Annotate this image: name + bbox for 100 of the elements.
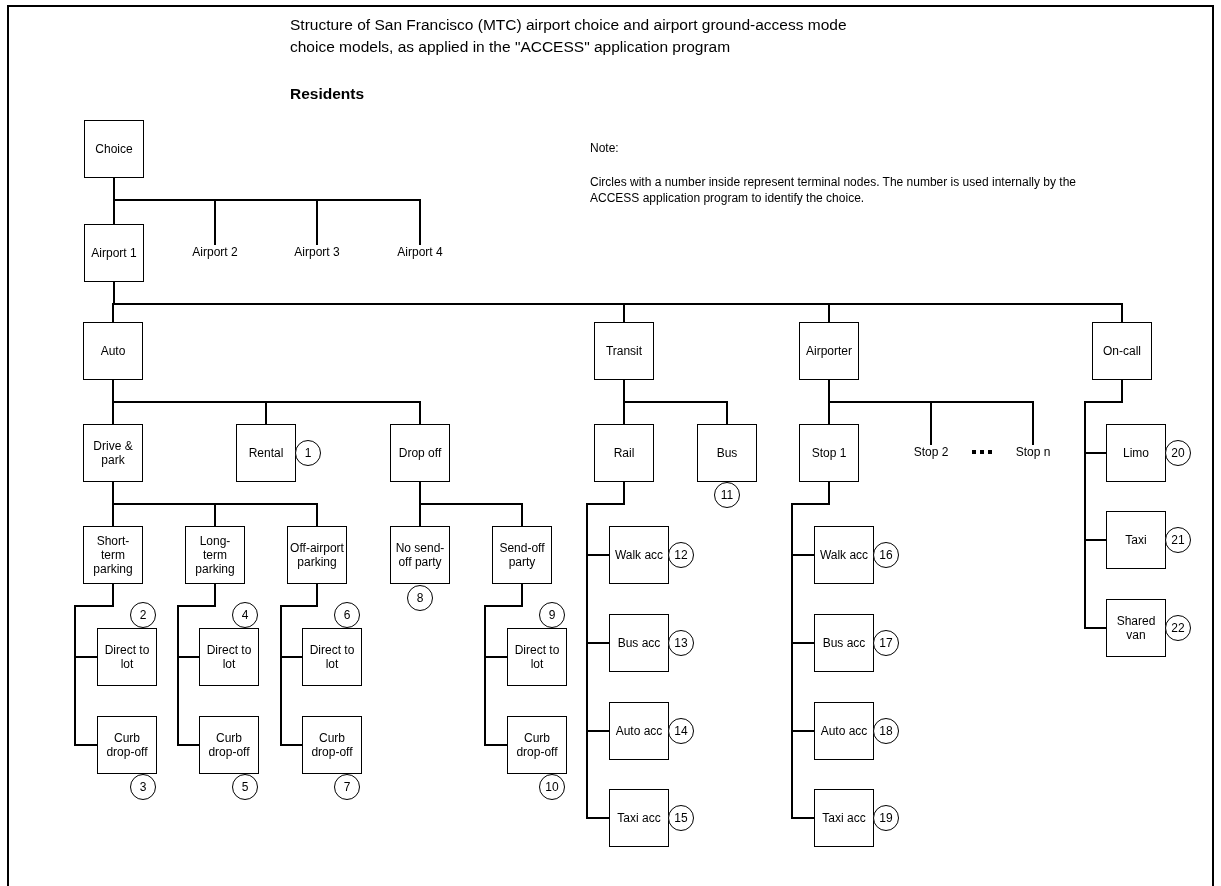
terminal-node-circle [714,482,740,508]
choice-box [609,614,669,672]
node-label: Short-term parking [92,534,134,576]
terminal-number: 1 [304,446,312,460]
terminal-node-circle [539,774,565,800]
choice-box [799,424,859,482]
terminal-number: 10 [545,780,559,794]
tree-connector [828,379,1034,446]
tree-connector [419,481,523,527]
node-label: Rail [613,446,635,460]
terminal-number: 5 [241,780,249,794]
terminal-number: 13 [674,636,688,650]
node-label: Drop off [398,446,442,460]
node-label: Airport 1 [91,246,137,260]
node-label: Off-airport parking [290,541,344,569]
choice-box [84,224,144,282]
terminal-node-circle [668,718,694,744]
choice-box [609,702,669,760]
terminal-number: 12 [674,548,688,562]
terminal-node-circle [407,585,433,611]
node-label: Shared van [1115,614,1157,642]
choice-box [390,424,450,482]
node-label: On-call [1103,344,1141,358]
tree-connector [112,481,318,527]
choice-box [814,526,874,584]
terminal-node-circle [539,602,565,628]
node-label: Transit [605,344,643,358]
choice-box [1106,599,1166,657]
node-label: Curb drop-off [515,731,559,759]
terminal-node-circle [873,542,899,568]
terminal-node-circle [130,602,156,628]
terminal-number: 2 [139,608,147,622]
terminal-node-circle [668,805,694,831]
choice-box [594,424,654,482]
terminal-number: 20 [1171,446,1185,460]
terminal-number: 18 [879,724,893,738]
choice-box [1106,511,1166,569]
choice-box [814,702,874,760]
node-label: Airporter [806,344,852,358]
choice-box [814,614,874,672]
node-label: Direct to lot [308,643,356,671]
terminal-node-circle [130,774,156,800]
terminal-number: 17 [879,636,893,650]
node-label: Auto [100,344,126,358]
root-choice-box [84,120,144,178]
tree-connector [280,583,318,746]
node-label: Walk acc [614,548,664,562]
node-label: Curb drop-off [105,731,149,759]
choice-box [83,322,143,380]
choice-box [799,322,859,380]
choice-box [1092,322,1152,380]
terminal-number: 15 [674,811,688,825]
terminal-node-circle [1165,440,1191,466]
node-label: Auto acc [820,724,868,738]
node-label: Taxi acc [617,811,661,825]
tree-connector [1084,379,1123,629]
terminal-node-circle [668,630,694,656]
node-label: Taxi acc [822,811,866,825]
node-label: Taxi [1125,533,1147,547]
node-label: Direct to lot [103,643,151,671]
node-label: Direct to lot [205,643,253,671]
choice-box [236,424,296,482]
choice-box [492,526,552,584]
choice-box [390,526,450,584]
node-label: Bus acc [617,636,661,650]
choice-box [609,526,669,584]
tree-connector [623,379,728,425]
terminal-number: 14 [674,724,688,738]
choice-box [83,526,143,584]
choice-box [199,628,259,686]
terminal-number: 19 [879,811,893,825]
terminal-node-circle [873,805,899,831]
choice-label: Airport 2 [192,245,238,259]
terminal-number: 6 [343,608,351,622]
note-text: Circles with a number inside represent terminal nodes. The number is used internally by the ACCESS application program to identify the choice. [590,174,1078,206]
terminal-node-circle [334,774,360,800]
terminal-number: 11 [720,488,734,502]
terminal-number: 16 [879,548,893,562]
terminal-node-circle [232,602,258,628]
choice-label: Stop n [1015,445,1051,459]
choice-box [97,716,157,774]
node-label: Rental [248,446,284,460]
node-label: Choice [95,142,133,156]
node-label: Bus acc [822,636,866,650]
terminal-node-circle [873,718,899,744]
node-label: Direct to lot [513,643,561,671]
node-label: Drive & park [92,439,134,467]
node-label: Curb drop-off [310,731,354,759]
terminal-number: 8 [416,591,424,605]
node-label: No send-off party [394,541,446,569]
node-label: Limo [1123,446,1149,460]
choice-box [199,716,259,774]
choice-box [814,789,874,847]
terminal-node-circle [1165,615,1191,641]
tree-connector [74,583,114,746]
choice-label: Stop 2 [913,445,949,459]
terminal-number: 4 [241,608,249,622]
choice-box [507,716,567,774]
choice-box [83,424,143,482]
terminal-number: 21 [1171,533,1185,547]
